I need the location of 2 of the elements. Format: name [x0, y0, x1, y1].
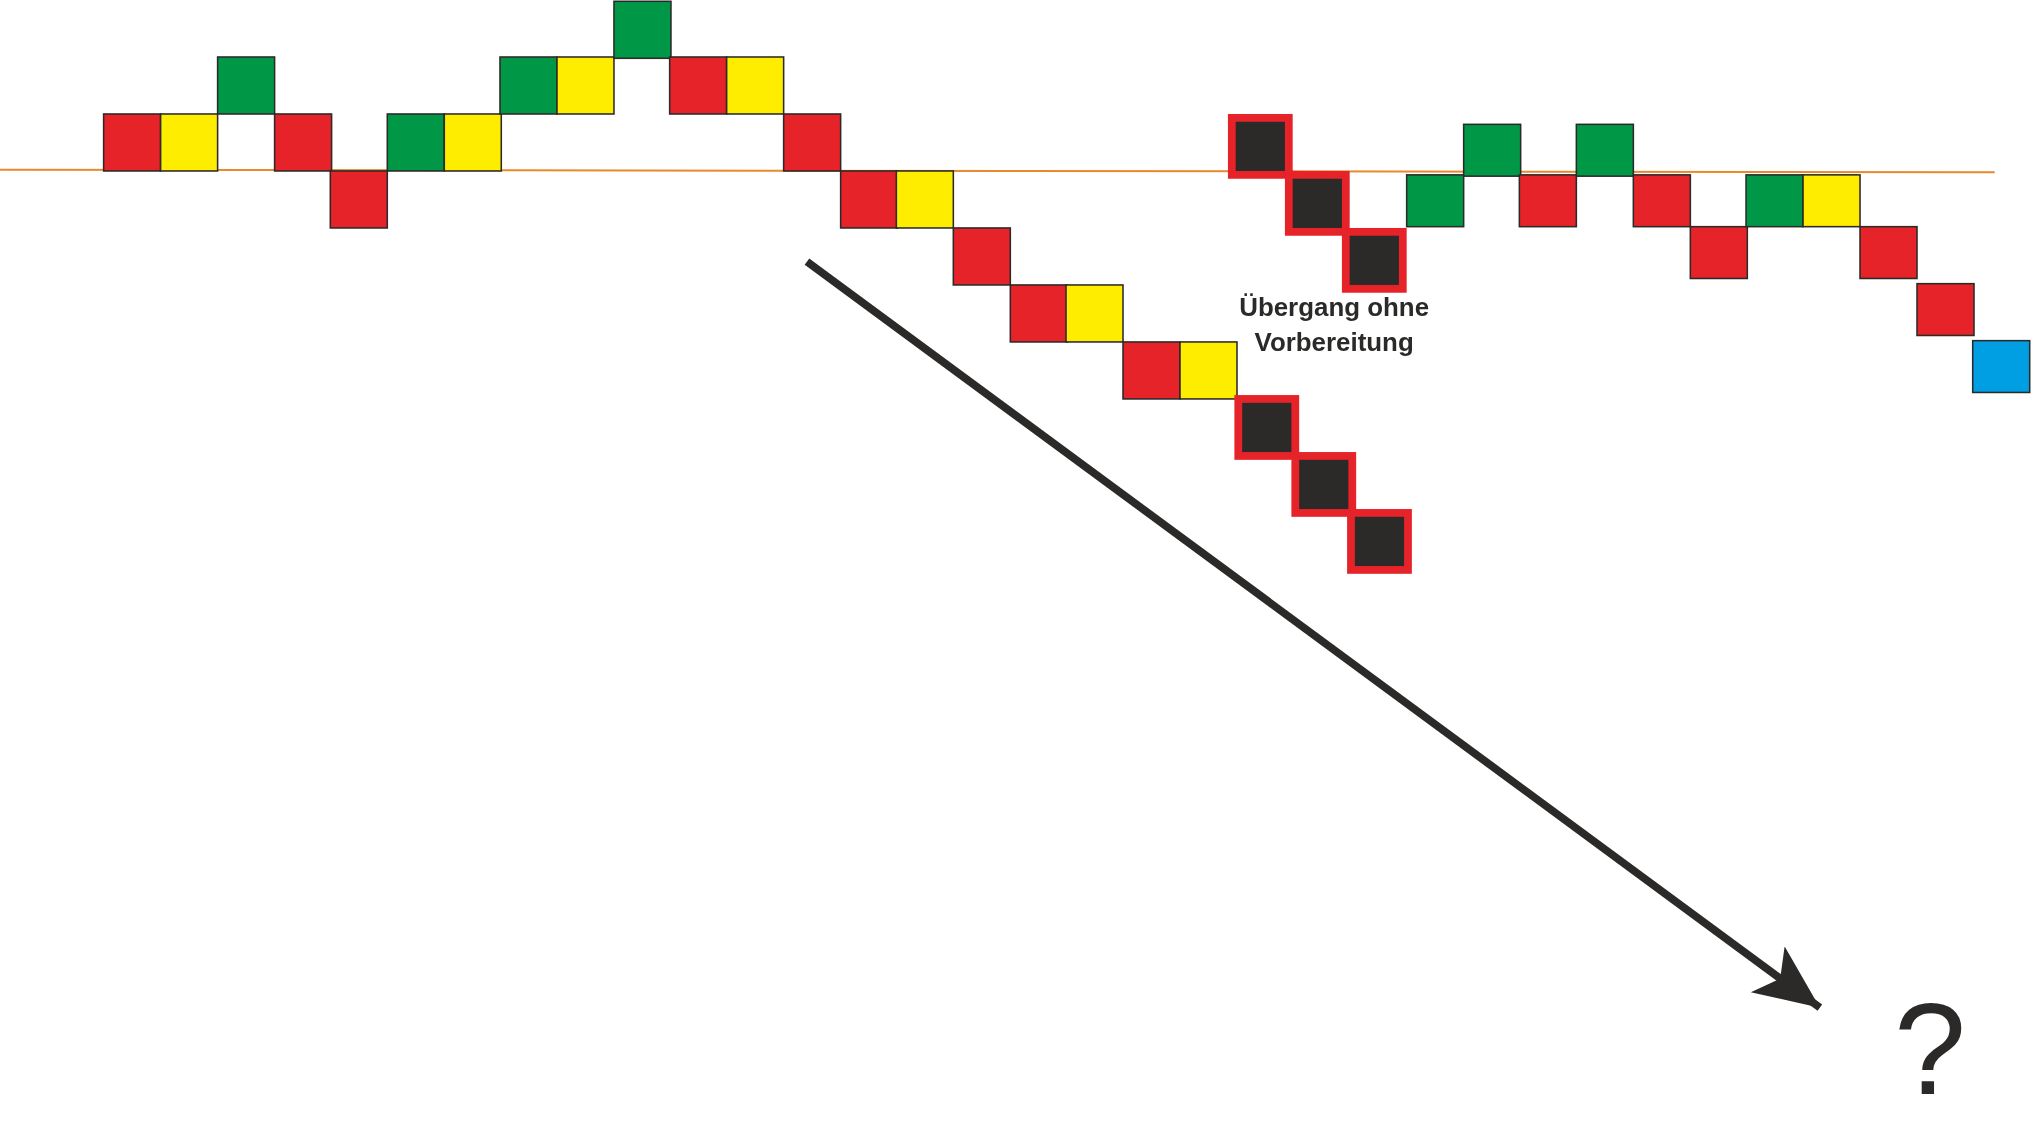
question-mark-text: ?	[1892, 977, 1967, 1121]
annotation-text: Übergang ohne Vorbereitung	[1238, 292, 1431, 359]
